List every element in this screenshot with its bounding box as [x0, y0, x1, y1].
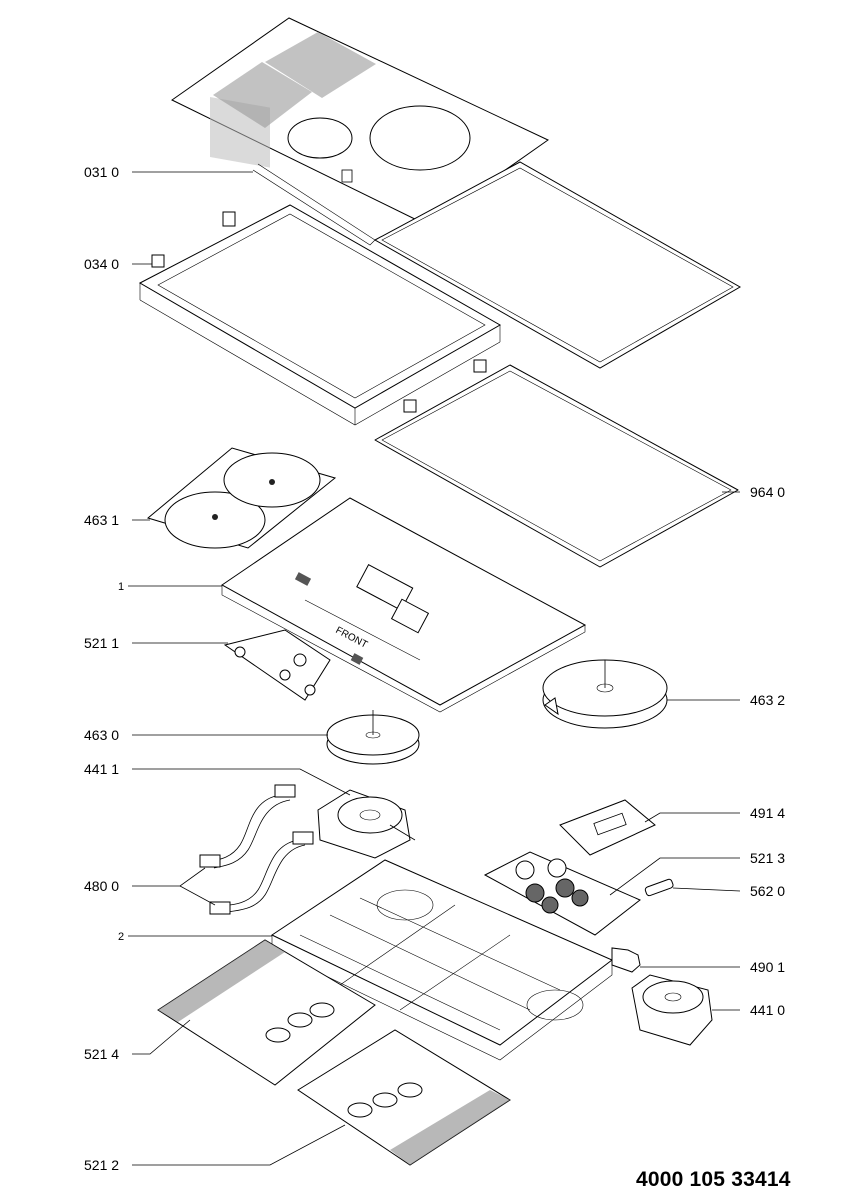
small-pcb [559, 799, 656, 856]
label-2: 2 [118, 931, 125, 943]
label-463-2: 463 2 [750, 692, 786, 708]
fuse [644, 878, 674, 897]
power-board-right [297, 1029, 511, 1166]
cooling-fan-lower [631, 974, 713, 1046]
large-induction-coil [542, 659, 668, 729]
glass-ceramic-top [171, 17, 549, 226]
control-board [223, 629, 331, 701]
label-490-1: 490 1 [750, 959, 786, 975]
power-board-left [157, 939, 376, 1086]
label-521-1: 521 1 [84, 635, 120, 651]
small-induction-coil [326, 710, 420, 765]
label-521-4: 521 4 [84, 1046, 120, 1062]
label-562-0: 562 0 [750, 883, 786, 899]
filter-board [483, 851, 641, 936]
label-441-1: 441 1 [84, 761, 120, 777]
leader-lines [128, 171, 741, 1166]
label-964-0: 964 0 [750, 484, 786, 500]
label-463-1: 463 1 [84, 512, 120, 528]
cooling-fan-upper [317, 789, 416, 859]
coil-carrier-plate [146, 447, 337, 549]
label-491-4: 491 4 [750, 805, 786, 821]
label-521-2: 521 2 [84, 1157, 120, 1173]
mounting-frame [138, 204, 502, 426]
ribbon-cables [199, 784, 314, 915]
support-plate: FRONT [221, 497, 587, 713]
label-034-0: 034 0 [84, 256, 120, 272]
bracket [611, 947, 641, 973]
label-031-0: 031 0 [84, 164, 120, 180]
label-1: 1 [118, 581, 125, 593]
label-441-0: 441 0 [750, 1002, 786, 1018]
document-number: 4000 105 33414 [636, 1168, 791, 1191]
label-463-0: 463 0 [84, 727, 120, 743]
perimeter-seal [374, 364, 739, 568]
label-521-3: 521 3 [750, 850, 786, 866]
label-480-0: 480 0 [84, 878, 120, 894]
frame-seal-sheet [373, 161, 742, 369]
